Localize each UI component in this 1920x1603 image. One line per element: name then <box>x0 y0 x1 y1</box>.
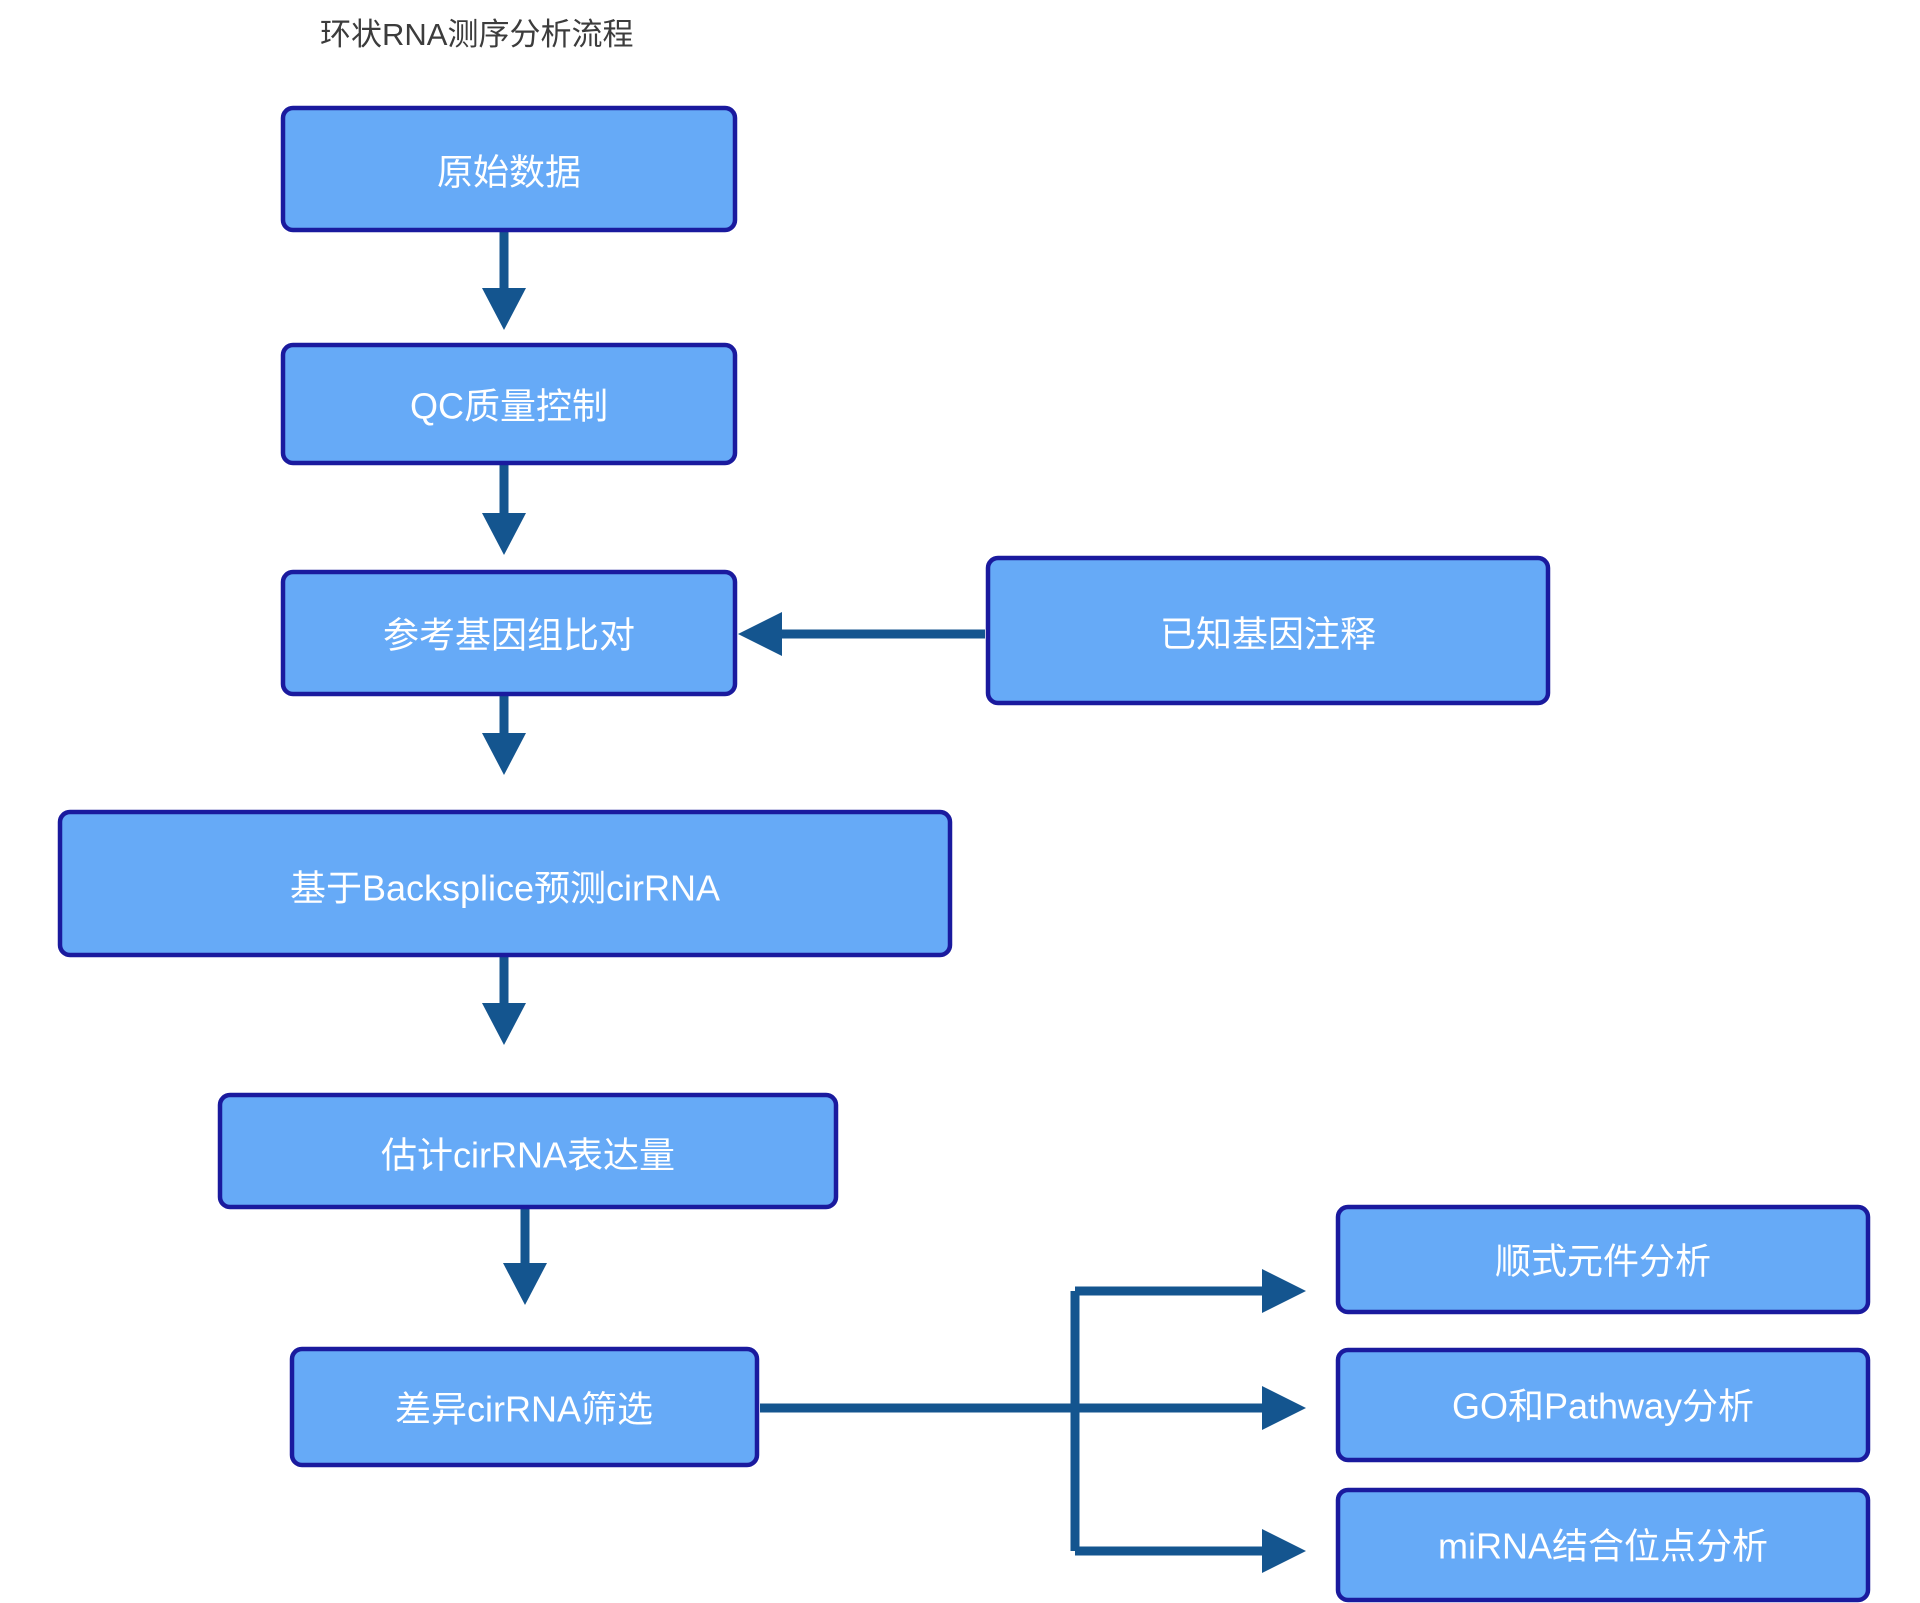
edge-qc-to-genome-align <box>482 460 526 555</box>
node-raw-data[interactable]: 原始数据 <box>280 105 738 233</box>
edge-diff-screen-to-analyses <box>760 1269 1306 1573</box>
edge-backsplice-to-expression <box>482 955 526 1045</box>
node-mirna-binding[interactable]: miRNA结合位点分析 <box>1335 1487 1871 1603</box>
edge-raw-data-to-qc <box>482 227 526 330</box>
node-known-gene-anno-label: 已知基因注释 <box>1160 614 1376 655</box>
edge-expression-to-diff-screen <box>503 1205 547 1305</box>
node-qc-label: QC质量控制 <box>410 386 608 427</box>
node-qc-box[interactable] <box>280 342 738 466</box>
node-backsplice-box[interactable] <box>57 809 953 958</box>
node-genome-align[interactable]: 参考基因组比对 <box>280 569 738 697</box>
node-expression-box[interactable] <box>217 1092 839 1210</box>
node-expression[interactable]: 估计cirRNA表达量 <box>217 1092 839 1210</box>
node-raw-data-label: 原始数据 <box>437 152 581 193</box>
node-known-gene-anno[interactable]: 已知基因注释 <box>985 555 1551 706</box>
node-mirna-binding-box[interactable] <box>1335 1487 1871 1603</box>
node-cis-element[interactable]: 顺式元件分析 <box>1335 1204 1871 1315</box>
node-diff-screen-label: 差异cirRNA筛选 <box>395 1389 653 1430</box>
node-cis-element-label: 顺式元件分析 <box>1495 1241 1711 1282</box>
node-backsplice-label: 基于Backsplice预测cirRNA <box>290 868 720 909</box>
edge-known-gene-anno-to-genome-align <box>738 612 985 656</box>
node-genome-align-label: 参考基因组比对 <box>383 615 635 656</box>
page-title: 环状RNA测序分析流程 <box>320 17 633 52</box>
node-go-pathway-label: GO和Pathway分析 <box>1452 1386 1754 1427</box>
node-diff-screen[interactable]: 差异cirRNA筛选 <box>289 1346 760 1468</box>
node-diff-screen-box[interactable] <box>289 1346 760 1468</box>
node-go-pathway-box[interactable] <box>1335 1347 1871 1463</box>
node-mirna-binding-label: miRNA结合位点分析 <box>1438 1526 1768 1567</box>
edge-genome-align-to-backsplice <box>482 692 526 775</box>
node-raw-data-box[interactable] <box>280 105 738 233</box>
node-expression-label: 估计cirRNA表达量 <box>381 1135 675 1176</box>
node-backsplice[interactable]: 基于Backsplice预测cirRNA <box>57 809 953 958</box>
node-cis-element-box[interactable] <box>1335 1204 1871 1315</box>
node-known-gene-anno-box[interactable] <box>985 555 1551 706</box>
node-go-pathway[interactable]: GO和Pathway分析 <box>1335 1347 1871 1463</box>
node-qc[interactable]: QC质量控制 <box>280 342 738 466</box>
node-genome-align-box[interactable] <box>280 569 738 697</box>
